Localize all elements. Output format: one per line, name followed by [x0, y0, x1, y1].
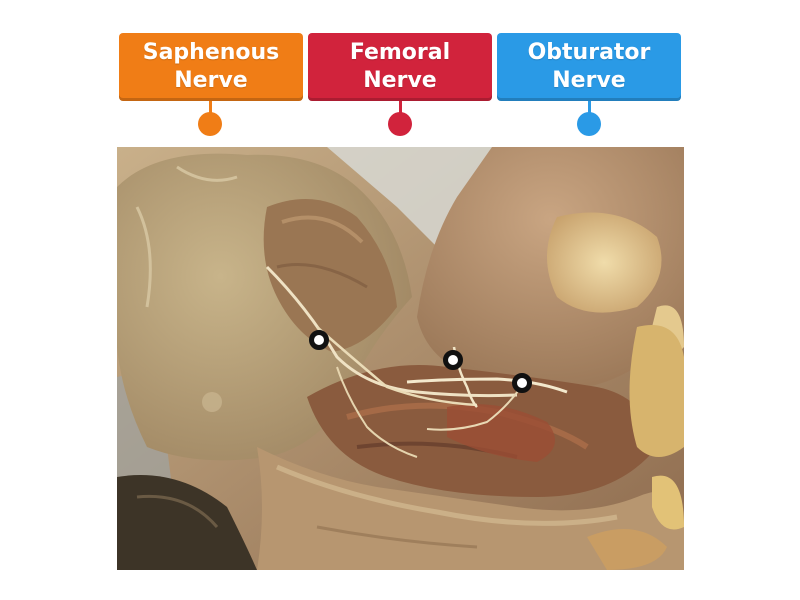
- drop-target-2[interactable]: [443, 350, 463, 370]
- drop-target-1[interactable]: [309, 330, 329, 350]
- obturator-pin-stem: [587, 101, 591, 115]
- obturator-pin-icon[interactable]: [577, 112, 601, 136]
- label-saphenous-nerve-text: Saphenous Nerve: [142, 40, 280, 93]
- label-obturator-nerve[interactable]: Obturator Nerve: [497, 33, 681, 101]
- label-femoral-nerve[interactable]: Femoral Nerve: [308, 33, 492, 101]
- femoral-pin-stem: [398, 101, 402, 115]
- label-obturator-nerve-text: Obturator Nerve: [527, 40, 651, 93]
- femoral-pin-icon[interactable]: [388, 112, 412, 136]
- label-femoral-nerve-text: Femoral Nerve: [349, 40, 451, 93]
- label-saphenous-nerve[interactable]: Saphenous Nerve: [119, 33, 303, 101]
- saphenous-pin-icon[interactable]: [198, 112, 222, 136]
- dissection-photo: [117, 147, 684, 570]
- saphenous-pin-stem: [208, 101, 212, 115]
- drop-target-3[interactable]: [512, 373, 532, 393]
- dissection-photo-icon: [117, 147, 684, 570]
